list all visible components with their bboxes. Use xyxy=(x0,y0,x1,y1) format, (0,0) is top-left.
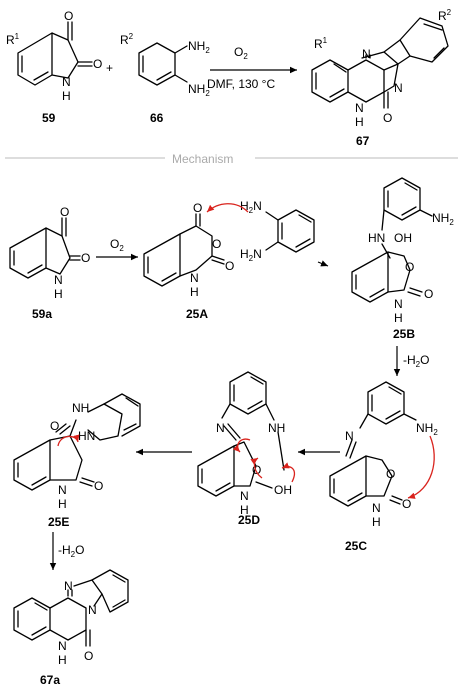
atom-oh: OH xyxy=(274,483,292,497)
atom-o: O xyxy=(386,467,395,481)
atom-hn: HN xyxy=(78,429,95,443)
atom-n: N xyxy=(58,483,67,497)
atom-o: O xyxy=(212,237,221,251)
dehydration-label: -H2O xyxy=(403,353,429,369)
atom-nh2: NH2 xyxy=(188,39,210,55)
atom-o: O xyxy=(252,463,261,477)
atom-nh2: NH2 xyxy=(188,82,210,98)
atom-nh2: NH2 xyxy=(432,211,454,227)
atom-o: O xyxy=(383,111,392,125)
section-heading: Mechanism xyxy=(172,152,233,166)
compound-label-25b: 25B xyxy=(393,327,415,341)
substituent-r2: R2 xyxy=(438,8,452,23)
plus-sign: + xyxy=(106,61,113,75)
atom-h: H xyxy=(190,285,199,299)
atom-oh: OH xyxy=(394,231,412,245)
atom-o: O xyxy=(84,649,93,663)
reaction-arrow xyxy=(317,260,329,267)
dehydration-label: -H2O xyxy=(58,543,84,559)
curly-arrow-cyclization xyxy=(57,434,80,447)
atom-o: O xyxy=(64,9,73,23)
atom-n: N xyxy=(394,297,403,311)
atom-h: H xyxy=(355,115,364,129)
atom-nh: NH xyxy=(72,401,89,415)
atom-o: O xyxy=(193,201,202,215)
diamine-reagent-structure: H2N H2N xyxy=(240,199,315,263)
compound-67-structure: N N N H O R1 R2 xyxy=(311,8,452,129)
atom-n: N xyxy=(394,81,403,95)
atom-o: O xyxy=(402,497,411,511)
atom-o: O xyxy=(94,479,103,493)
compound-66-structure: NH2 NH2 R2 xyxy=(120,32,210,98)
atom-n: N xyxy=(58,639,67,653)
atom-h: H xyxy=(58,653,67,667)
atom-h: H xyxy=(62,89,71,103)
substituent-r1: R1 xyxy=(6,32,20,47)
atom-o: O xyxy=(81,251,90,265)
compound-59a-structure: O O N H xyxy=(9,205,90,301)
atom-h: H xyxy=(394,311,403,325)
compound-67a-structure: N N N H O xyxy=(13,569,129,667)
atom-n: N xyxy=(216,421,225,435)
atom-h2n: H2N xyxy=(240,247,262,263)
atom-o: O xyxy=(424,287,433,301)
atom-h: H xyxy=(54,287,63,301)
compound-label-67a: 67a xyxy=(40,673,60,687)
atom-o: O xyxy=(60,205,69,219)
compound-25a-structure: O O O N H xyxy=(143,201,234,299)
compound-label-59: 59 xyxy=(42,111,56,125)
atom-o: O xyxy=(93,57,102,71)
compound-25d-structure: N NH O OH N H xyxy=(197,371,292,517)
substituent-r2: R2 xyxy=(120,32,134,47)
reagent-o2: O2 xyxy=(110,237,124,253)
atom-o: O xyxy=(405,260,414,274)
atom-h: H xyxy=(58,497,67,511)
atom-n: N xyxy=(345,429,354,443)
curly-arrow-ring-open xyxy=(232,438,251,453)
substituent-r1: R1 xyxy=(314,36,328,51)
compound-label-66: 66 xyxy=(150,111,164,125)
curly-arrow-ring-open xyxy=(250,457,263,479)
atom-hn: HN xyxy=(368,231,385,245)
curly-arrow-ring-open xyxy=(281,462,296,483)
compound-label-25c: 25C xyxy=(345,539,367,553)
atom-n: N xyxy=(62,75,71,89)
atom-nh2: NH2 xyxy=(416,421,438,437)
atom-h: H xyxy=(240,503,249,517)
atom-h: H xyxy=(372,515,381,529)
compound-25b-structure: NH2 HN OH O O N H xyxy=(351,177,454,325)
compound-label-59a: 59a xyxy=(32,307,52,321)
compound-label-25a: 25A xyxy=(186,307,208,321)
compound-label-25d: 25D xyxy=(238,513,260,527)
atom-o: O xyxy=(50,419,59,433)
atom-n: N xyxy=(240,489,249,503)
curly-arrow-attack xyxy=(206,203,249,213)
atom-n: N xyxy=(54,273,63,287)
atom-n: N xyxy=(64,579,73,593)
atom-n: N xyxy=(190,271,199,285)
reaction-conditions: DMF, 130 °C xyxy=(207,77,275,91)
reagent-o2: O2 xyxy=(234,45,248,61)
compound-label-67: 67 xyxy=(356,134,370,148)
compound-25e-structure: NH O HN O N H xyxy=(13,393,141,511)
atom-nh: NH xyxy=(268,421,285,435)
compound-25c-structure: N NH2 O O N H xyxy=(329,381,438,529)
curly-arrow-cyclization xyxy=(407,435,435,499)
atom-n: N xyxy=(88,603,97,617)
atom-n: N xyxy=(372,501,381,515)
atom-h2n: H2N xyxy=(240,199,262,215)
compound-59-structure: O O N H R1 xyxy=(6,9,102,103)
atom-n: N xyxy=(355,101,364,115)
atom-n: N xyxy=(362,47,371,61)
compound-label-25e: 25E xyxy=(48,515,69,529)
atom-o: O xyxy=(225,259,234,273)
